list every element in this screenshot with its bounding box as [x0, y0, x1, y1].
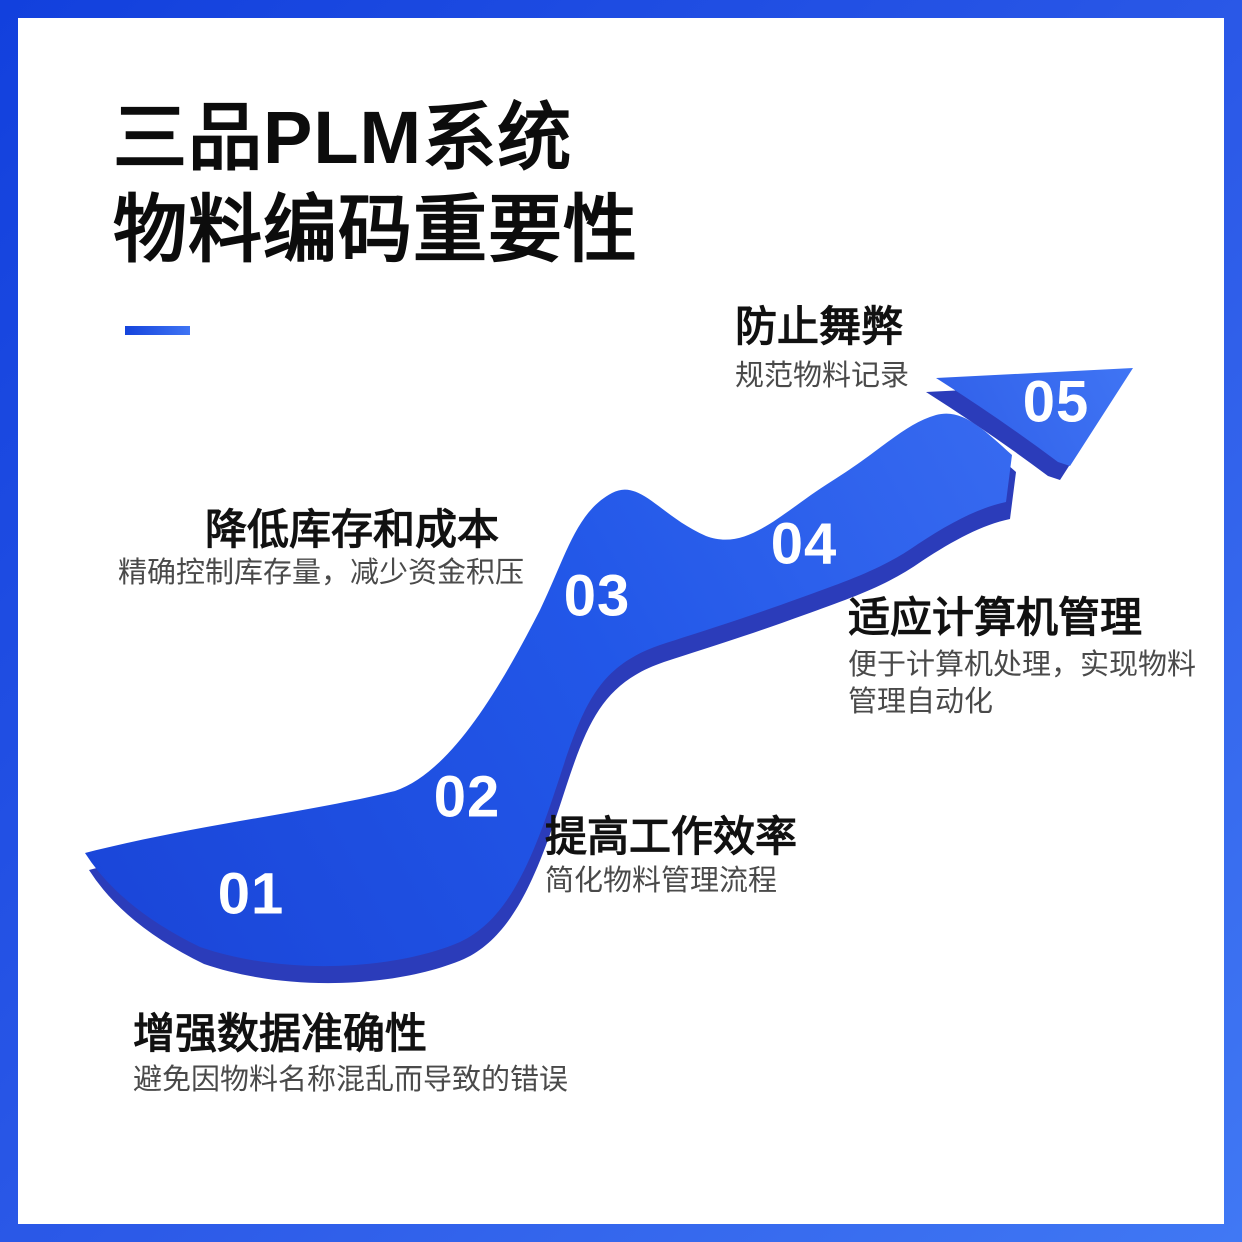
step3-desc: 精确控制库存量，减少资金积压	[118, 557, 525, 589]
step3-title: 降低库存和成本	[205, 506, 500, 553]
step-number-03: 03	[563, 563, 631, 629]
title-accent-bar	[125, 326, 190, 335]
page-title-line2: 物料编码重要性	[113, 188, 638, 271]
step4-desc: 便于计算机处理，实现物料管理自动化	[848, 649, 1197, 718]
page-title: 三品PLM系统 物料编码重要性	[113, 92, 638, 276]
step5-title: 防止舞弊	[735, 303, 904, 350]
step4-title: 适应计算机管理	[848, 594, 1143, 641]
step1-desc: 避免因物料名称混乱而导致的错误	[133, 1064, 569, 1096]
step5-desc: 规范物料记录	[735, 360, 910, 392]
step-number-04: 04	[770, 511, 838, 577]
step2-desc: 简化物料管理流程	[545, 865, 778, 897]
step-number-05: 05	[1022, 369, 1090, 435]
step2-title: 提高工作效率	[545, 813, 798, 860]
step-number-02: 02	[433, 764, 501, 830]
step1-title: 增强数据准确性	[133, 1010, 428, 1057]
page-title-line1: 三品PLM系统	[113, 96, 573, 179]
arrow-head	[936, 368, 1133, 466]
arrow-band	[85, 413, 1012, 967]
step-number-01: 01	[217, 861, 285, 927]
